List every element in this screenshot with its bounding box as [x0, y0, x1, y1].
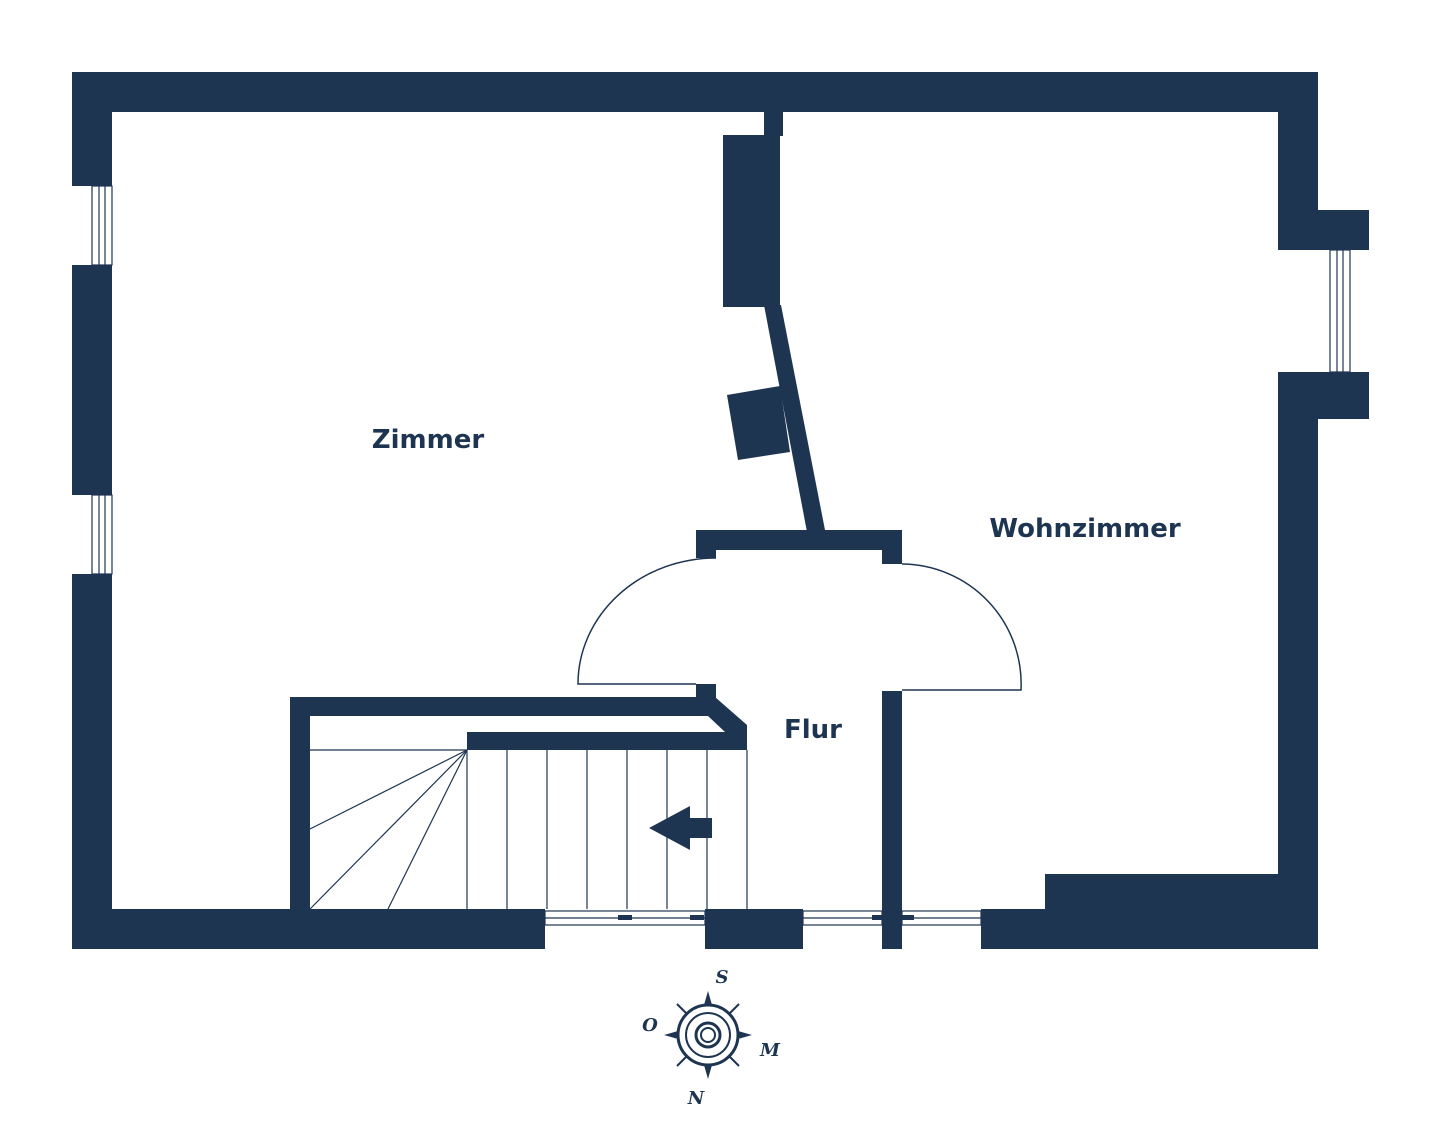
compass-label-left: O	[642, 1015, 658, 1036]
staircase	[309, 749, 748, 910]
windows	[91, 185, 1351, 926]
room-label-zimmer: Zimmer	[372, 425, 485, 455]
room-label-wohnzimmer: Wohnzimmer	[989, 514, 1180, 544]
compass-label-right: M	[759, 1040, 781, 1061]
room-label-flur: Flur	[784, 715, 842, 745]
compass-label-bottom: N	[687, 1088, 706, 1109]
window-sash-marks	[618, 915, 914, 920]
door-swings	[577, 557, 1022, 691]
interior-walls	[290, 110, 902, 949]
compass-label-top: S	[716, 967, 729, 988]
room-labels: Zimmer Wohnzimmer Flur	[372, 425, 1181, 745]
outer-walls	[72, 72, 1369, 949]
arrow-left-icon	[649, 806, 712, 850]
compass: S O M N	[642, 967, 781, 1109]
compass-rose-icon	[664, 991, 752, 1079]
